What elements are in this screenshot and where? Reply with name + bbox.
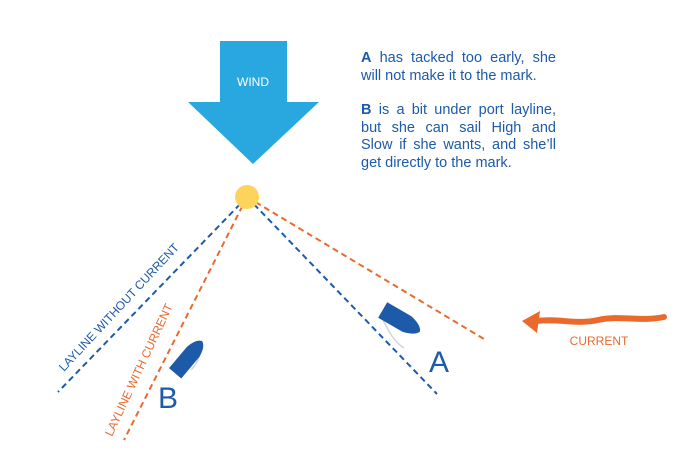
- note-b-text: is a bit under port layline, but she can…: [361, 102, 556, 171]
- note-a-text: has tacked too early, she will not make …: [361, 50, 556, 84]
- note-b-letter: B: [361, 102, 372, 118]
- boat-a: [378, 302, 421, 349]
- boat-a-letter: A: [429, 346, 449, 379]
- note-a-letter: A: [361, 50, 372, 66]
- wind-arrow: WIND: [188, 41, 319, 164]
- explanation-notes: A has tacked too early, she will not mak…: [361, 50, 556, 189]
- layline-with-current-line: [123, 196, 248, 441]
- mark-buoy: [235, 185, 259, 209]
- boat-b-letter: B: [158, 382, 178, 415]
- note-boat-a: A has tacked too early, she will not mak…: [361, 50, 556, 85]
- note-boat-b: B is a bit under port layline, but she c…: [361, 102, 556, 172]
- starboard-layline-with-current-line: [246, 196, 485, 340]
- layline-without-current-line: [57, 196, 248, 393]
- current-arrow: [522, 311, 667, 333]
- wind-label: WIND: [237, 75, 269, 89]
- boat-b: [169, 340, 204, 379]
- starboard-layline-without-current-line: [246, 196, 438, 395]
- current-label: CURRENT: [570, 334, 629, 348]
